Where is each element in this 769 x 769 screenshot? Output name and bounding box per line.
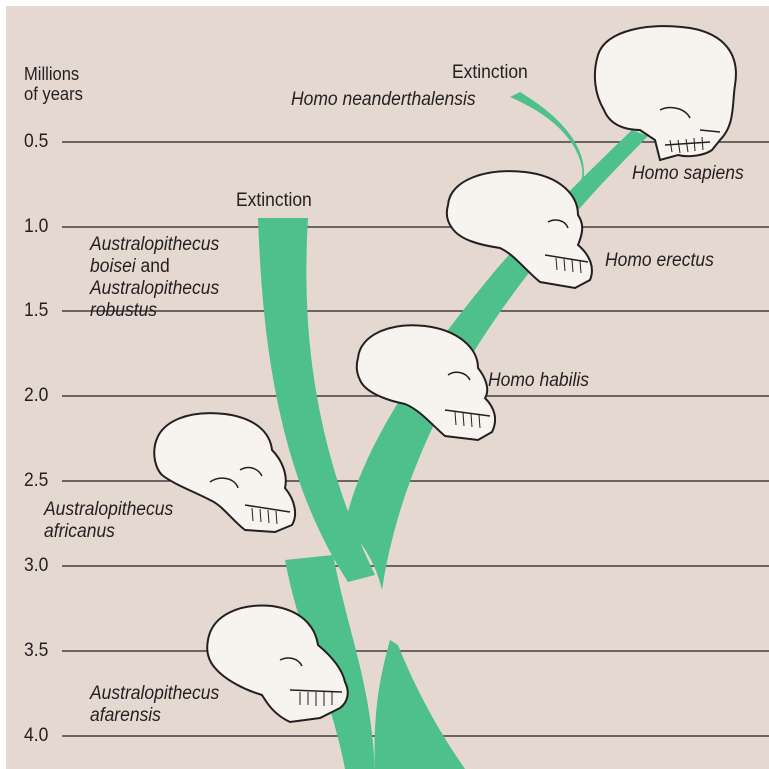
tick-label-1-0: 1.0 [24, 216, 48, 238]
africanus-label: Australopithecus africanus [44, 499, 173, 543]
robust-species-label: Australopithecus boisei and Australopith… [90, 234, 219, 322]
robust-extinction-label: Extinction [236, 190, 312, 212]
afarensis-label-line1: Australopithecus [90, 683, 219, 705]
afarensis-label-line2: afarensis [90, 705, 219, 727]
tick-label-1-5: 1.5 [24, 300, 48, 322]
tick-label-3-0: 3.0 [24, 555, 48, 577]
africanus-label-line2: africanus [44, 521, 173, 543]
tick-label-4-0: 4.0 [24, 725, 48, 747]
homo-erectus-label: Homo erectus [605, 250, 714, 272]
robust-label-line2: boisei [90, 256, 136, 277]
homo-extinction-label: Extinction [452, 62, 528, 84]
homo-neanderthalensis-label: Homo neanderthalensis [291, 89, 476, 111]
tick-label-0-5: 0.5 [24, 131, 48, 153]
tick-label-3-5: 3.5 [24, 640, 48, 662]
robust-label-and: and [136, 256, 170, 277]
tick-label-2-0: 2.0 [24, 385, 48, 407]
axis-title-line1: Millions [24, 64, 83, 84]
axis-title-line2: of years [24, 84, 83, 104]
robust-label-line3: Australopithecus [90, 278, 219, 300]
homo-habilis-label: Homo habilis [488, 370, 589, 392]
robust-label-line4: robustus [90, 300, 219, 322]
robust-label-line2-wrap: boisei and [90, 256, 219, 278]
africanus-label-line1: Australopithecus [44, 499, 173, 521]
robust-label-line1: Australopithecus [90, 234, 219, 256]
tick-label-2-5: 2.5 [24, 470, 48, 492]
axis-title: Millions of years [24, 64, 83, 104]
homo-sapiens-label: Homo sapiens [632, 163, 744, 185]
afarensis-label: Australopithecus afarensis [90, 683, 219, 727]
